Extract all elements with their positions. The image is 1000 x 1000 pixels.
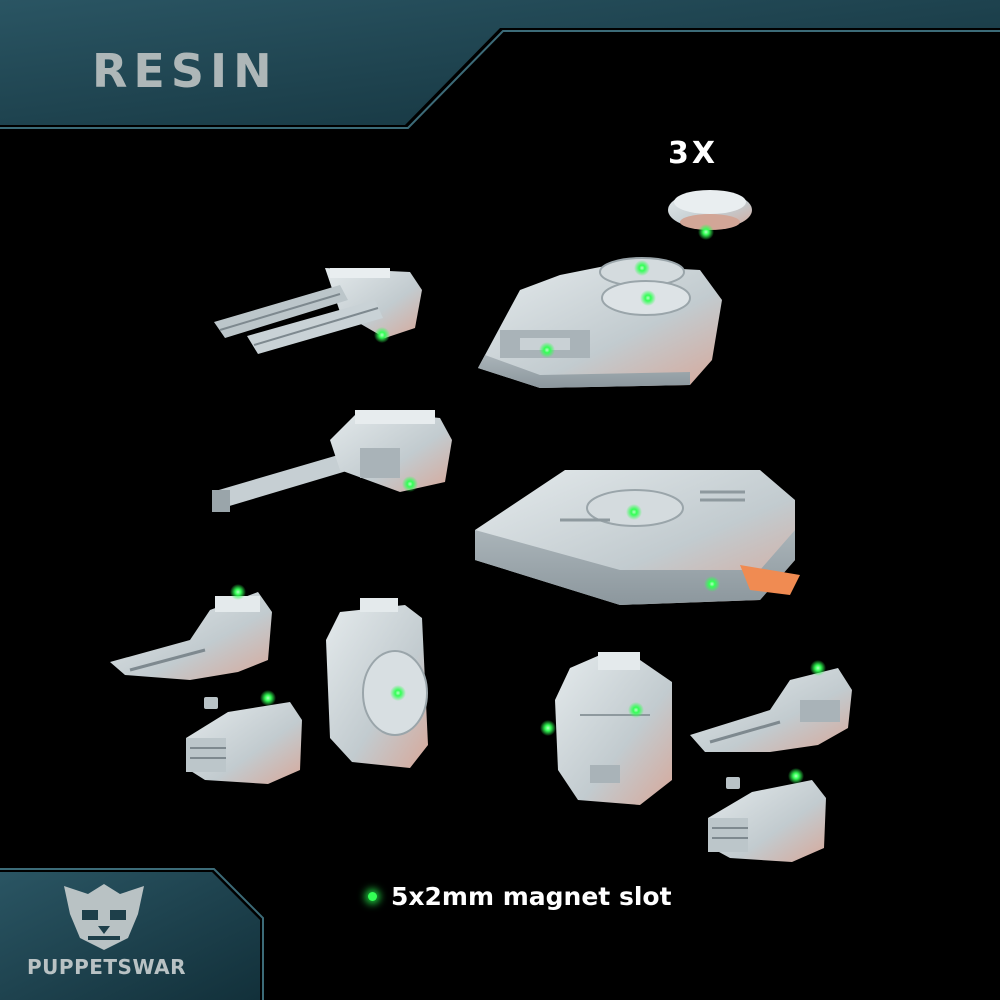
magnet-marker [402, 476, 418, 492]
magnet-marker [374, 327, 390, 343]
magnet-marker [540, 720, 556, 736]
twin-barrel-weapon [214, 268, 422, 354]
right-rotary-weapon [708, 780, 826, 862]
left-gatling-weapon [110, 592, 272, 680]
magnet-marker [698, 224, 714, 240]
magnet-marker [260, 690, 276, 706]
magnet-marker [810, 660, 826, 676]
magnet-marker [788, 768, 804, 784]
armour-plate-part [555, 652, 672, 805]
legend-text: 5x2mm magnet slot [391, 881, 672, 911]
magnet-marker [704, 576, 720, 592]
left-rotary-weapon [186, 702, 302, 784]
quantity-label: 3X [668, 136, 719, 171]
puppetswar-skull-icon [64, 884, 144, 950]
brand-corner [0, 868, 264, 1000]
right-gatling-weapon [690, 668, 852, 752]
magnet-dot-icon [368, 891, 377, 901]
turret-part [478, 257, 722, 388]
magnet-marker [640, 290, 656, 306]
legend: 5x2mm magnet slot [368, 876, 672, 916]
page-title: RESIN [92, 44, 278, 98]
magnet-marker [390, 685, 406, 701]
magnet-marker [628, 702, 644, 718]
magnet-marker [634, 260, 650, 276]
left-small-peg [204, 697, 218, 709]
magnet-marker [626, 504, 642, 520]
magnet-marker [230, 584, 246, 600]
magnet-slot-markers [230, 224, 826, 784]
brand-name: PUPPETSWAR [27, 955, 186, 979]
top-banner [0, 0, 1000, 129]
shield-plate-part [326, 598, 428, 768]
right-small-peg [726, 777, 740, 789]
long-cannon-weapon [212, 410, 452, 512]
magnet-marker [539, 342, 555, 358]
hull-base-part [475, 470, 800, 605]
round-cap-part [668, 190, 752, 230]
